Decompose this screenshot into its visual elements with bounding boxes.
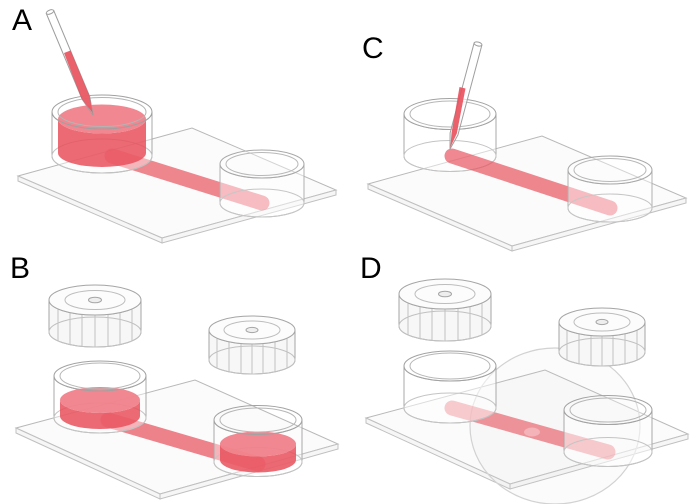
pipette-opening xyxy=(45,9,55,15)
channel-droplet xyxy=(524,427,540,437)
screw-cap-right xyxy=(208,315,296,375)
slide-edge-left xyxy=(365,417,511,490)
panel-label-b: B xyxy=(10,252,31,285)
panel-label-c: C xyxy=(362,32,384,65)
reservoir-left-rim-inner xyxy=(409,100,491,128)
panel-label-a: A xyxy=(12,4,33,37)
cap-left-hole xyxy=(88,296,102,304)
panel-d: D xyxy=(350,252,700,504)
reservoir-right-rim-inner xyxy=(569,397,647,423)
screw-cap-left xyxy=(48,284,142,348)
reservoir-left xyxy=(403,350,497,424)
reservoir-right-rim-outer xyxy=(563,395,653,425)
slide-edge-left xyxy=(15,427,161,500)
reservoir-right-liquid-body xyxy=(220,444,296,473)
reservoir-left-rim-outer xyxy=(403,98,497,130)
reservoir-right-rim-outer xyxy=(213,405,303,435)
panel-label-d: D xyxy=(360,252,382,285)
slide-edge-left xyxy=(17,175,163,244)
panel-b-illustration xyxy=(14,284,340,500)
cap-left-knurls xyxy=(407,302,483,341)
panel-a-illustration xyxy=(16,9,338,244)
cap-left-knurls xyxy=(57,308,133,347)
reservoir-left-rim-outer xyxy=(51,94,153,130)
reservoir-left-liquid-body xyxy=(58,119,146,167)
reservoir-left-base xyxy=(403,392,497,424)
pipette-liquid xyxy=(64,50,93,113)
reservoir-right-liquid-surface xyxy=(220,431,296,457)
reservoir-left-rim-inner xyxy=(59,362,141,390)
panel-d-illustration xyxy=(364,278,690,504)
reservoir-right-rim-inner xyxy=(225,152,299,176)
panel-b: B xyxy=(0,252,345,504)
cap-left-top-ring xyxy=(414,284,476,304)
reservoir-left-rim-inner xyxy=(409,352,491,380)
channel xyxy=(104,148,270,211)
reservoir-right-rim-outer xyxy=(219,149,305,179)
reservoir-left-rim-inner xyxy=(57,97,147,127)
cap-right-top-ring xyxy=(223,320,281,340)
pipette xyxy=(45,9,94,116)
reservoir-left xyxy=(51,94,153,174)
reservoir-left-rim-outer xyxy=(53,360,147,392)
screw-cap-left xyxy=(398,278,492,342)
cap-right-top-ring xyxy=(573,312,631,332)
pipette-liquid xyxy=(450,87,466,148)
cap-left-hole xyxy=(438,290,452,298)
reservoir-right-rim-outer xyxy=(567,155,653,185)
cap-left-top-ring xyxy=(64,290,126,310)
channel xyxy=(444,148,618,216)
reservoir-left-liquid-surface xyxy=(60,387,140,413)
screw-cap-right xyxy=(558,307,646,367)
reservoir-right-base xyxy=(563,437,653,467)
cap-right-knurls xyxy=(566,330,638,366)
reservoir-right xyxy=(213,405,303,477)
slide-edge-left xyxy=(367,183,513,252)
reservoir-right xyxy=(219,149,305,218)
pipette xyxy=(449,41,483,150)
reservoir-right-rim-inner xyxy=(573,158,647,182)
reservoir-right-base xyxy=(219,188,305,218)
channel-fluid xyxy=(104,148,270,211)
reservoir-left xyxy=(53,360,147,434)
reservoir-left-liquid-surface xyxy=(58,104,146,134)
cap-right-hole xyxy=(245,326,259,334)
reservoir-right xyxy=(563,395,653,467)
reservoir-right-rim-inner xyxy=(219,407,297,433)
reservoir-left-rim-outer xyxy=(403,350,497,382)
panel-c-illustration xyxy=(366,41,688,252)
cap-right-hole xyxy=(595,318,609,326)
reservoir-left-liquid-body xyxy=(60,400,140,429)
panel-c: C xyxy=(350,0,700,252)
cap-right-knurls xyxy=(216,338,288,374)
channel-fluid xyxy=(444,148,618,216)
reservoir-right-base xyxy=(567,193,653,223)
pipette-opening xyxy=(473,41,483,47)
glass-slide xyxy=(366,135,688,252)
reservoir-right xyxy=(567,155,653,223)
panel-a: A xyxy=(0,0,345,250)
